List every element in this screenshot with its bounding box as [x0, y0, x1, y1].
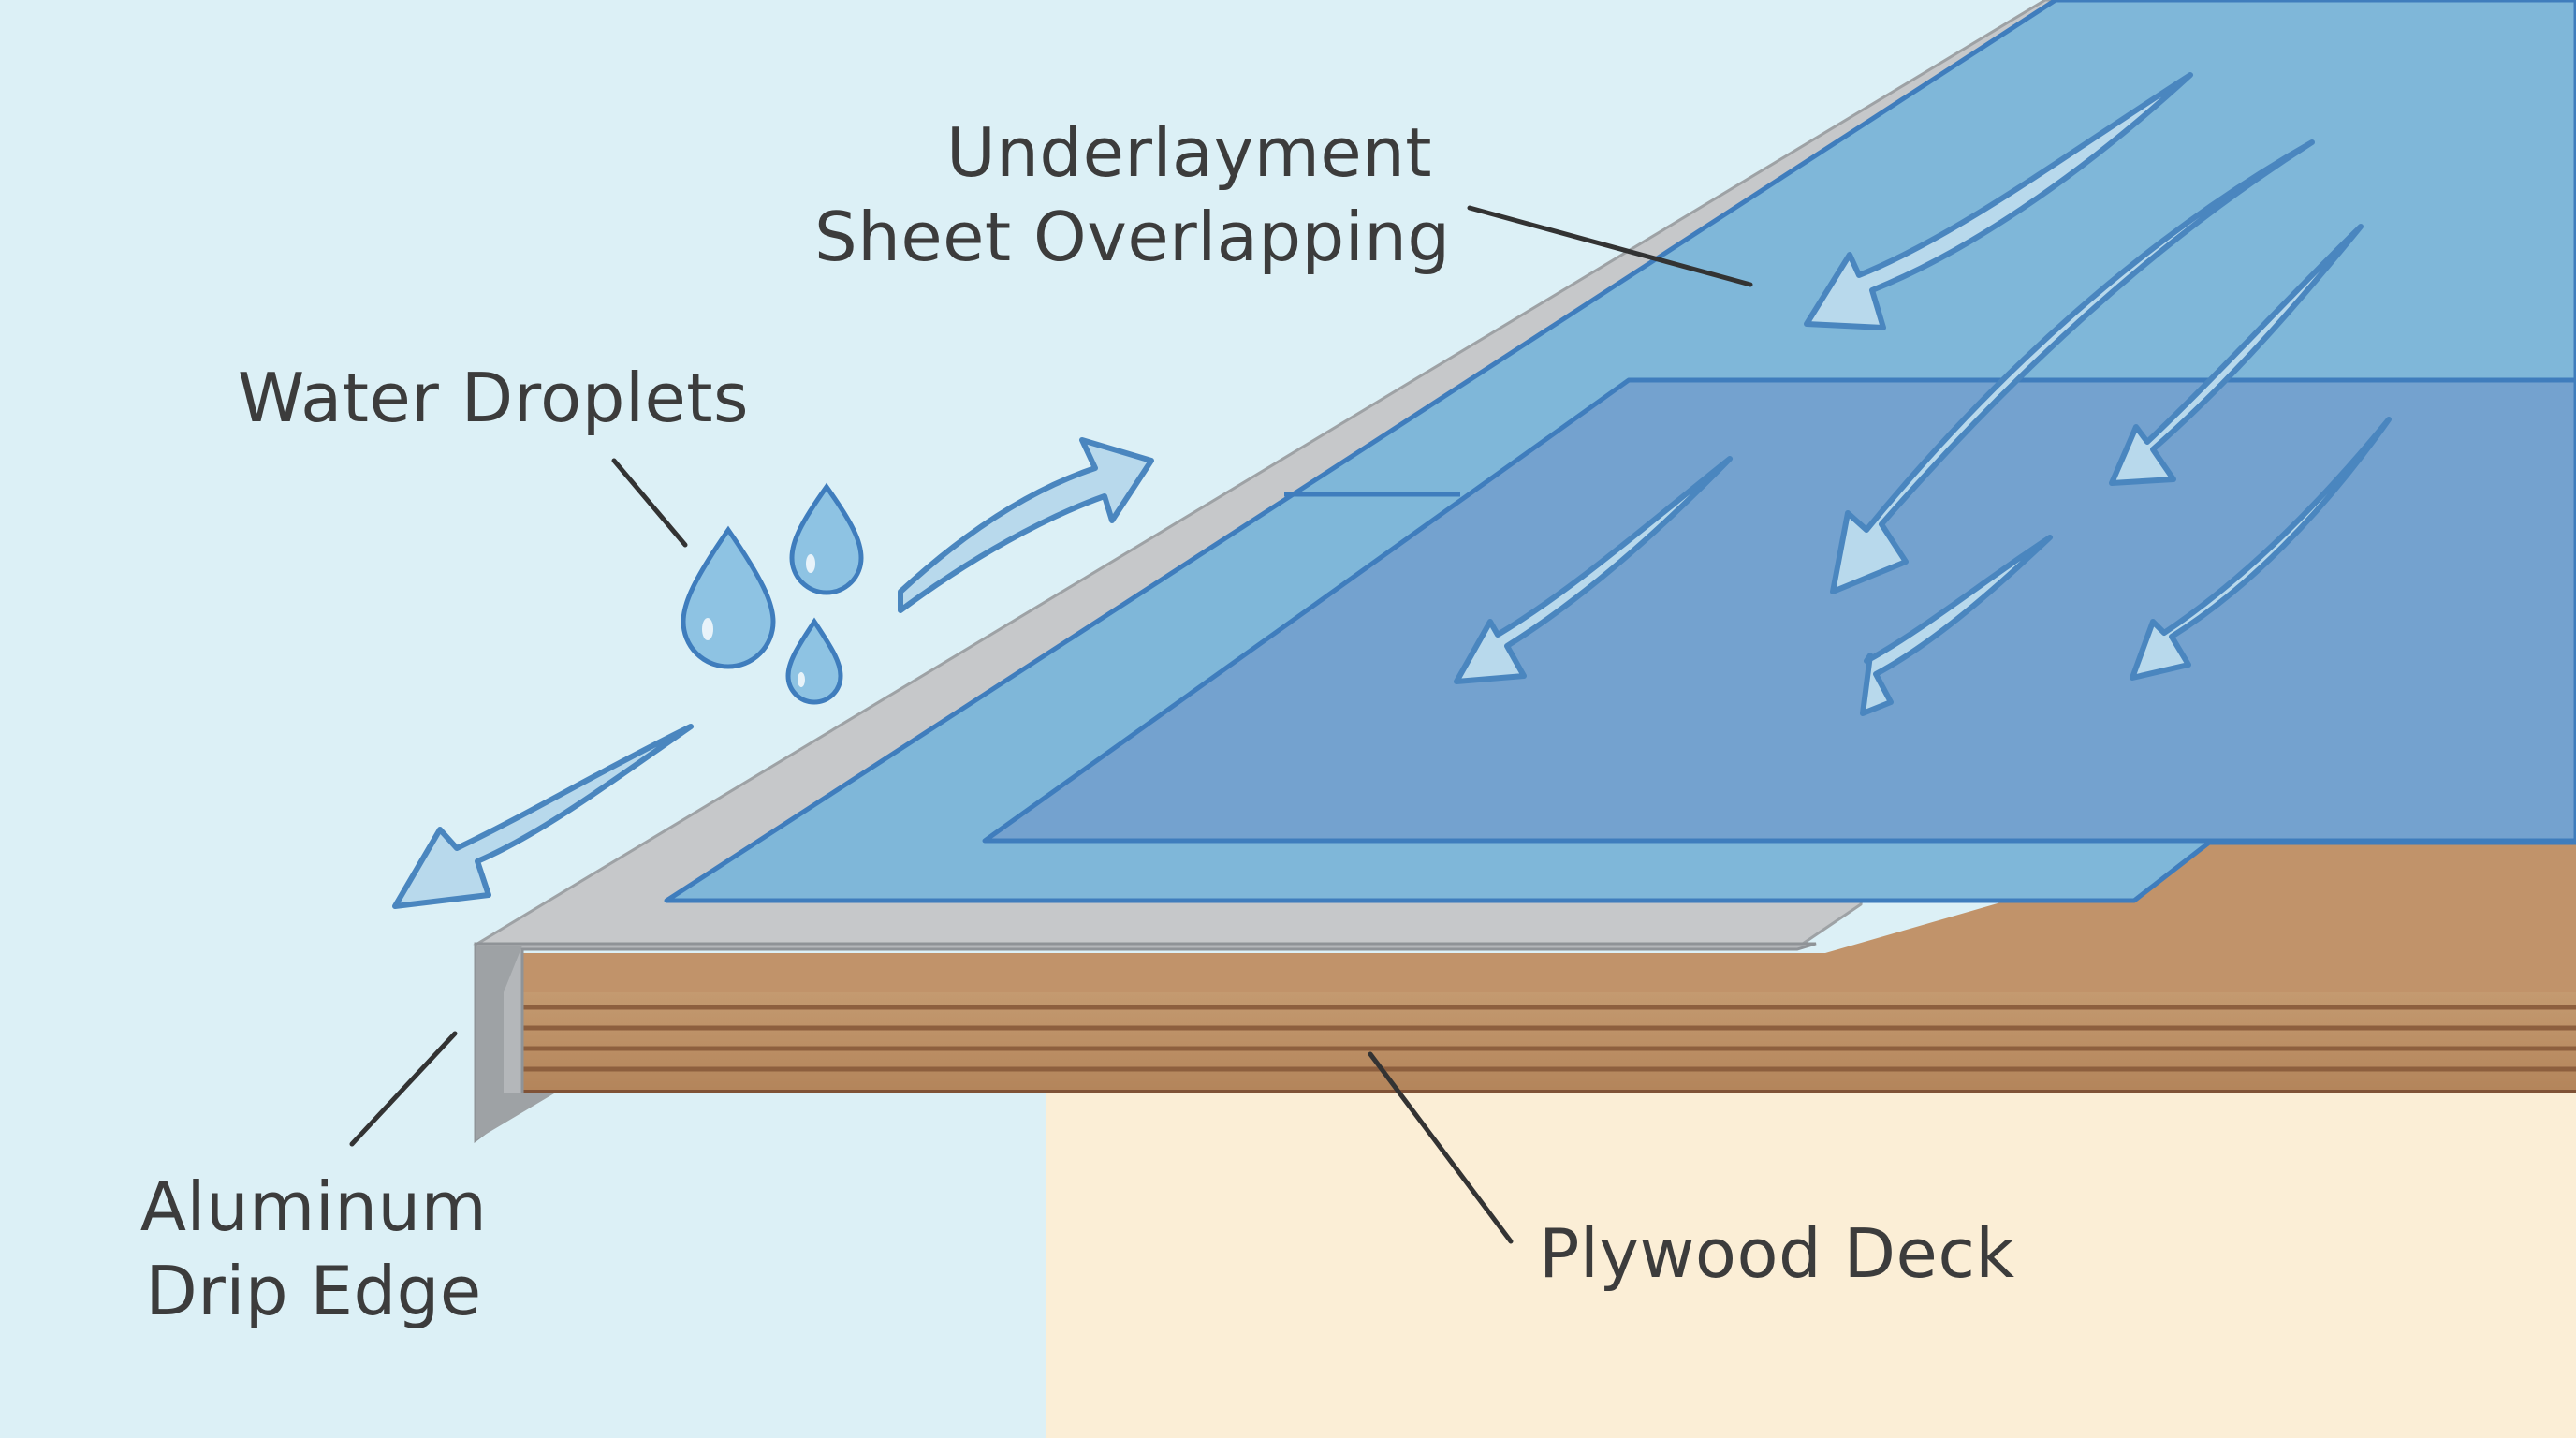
flow-arrow-mid — [1860, 535, 2053, 716]
droplet-top-right-highlight — [806, 554, 815, 573]
droplet-highlights — [702, 554, 815, 687]
flow-arrow-right-lower — [2130, 417, 2392, 681]
label-drip-edge-line1: Aluminum — [139, 1167, 488, 1246]
label-underlayment: Underlayment Sheet Overlapping — [814, 110, 1451, 279]
label-water-droplets-text: Water Droplets — [238, 359, 749, 437]
plywood-deck-top — [505, 843, 2576, 1002]
flow-arrow-off-roof — [898, 437, 1154, 613]
droplet-large-highlight — [702, 618, 713, 640]
label-water-droplets: Water Droplets — [238, 356, 749, 440]
label-drip-edge: Aluminum Drip Edge — [112, 1165, 515, 1333]
droplet-small-highlight — [798, 672, 805, 687]
leader-drip-edge — [349, 1031, 458, 1147]
water-flow-arrows — [392, 72, 2392, 909]
underlayment-sheet-upper — [982, 377, 2576, 844]
flow-arrow-right-upper — [2109, 224, 2364, 486]
label-plywood-deck: Plywood Deck — [1539, 1211, 2015, 1296]
drip-edge-shadow — [476, 946, 554, 1140]
label-underlayment-line1: Underlayment — [946, 113, 1432, 192]
label-drip-edge-line2: Drip Edge — [145, 1252, 482, 1330]
leader-lines — [349, 205, 1753, 1244]
label-plywood-deck-text: Plywood Deck — [1539, 1214, 2015, 1293]
label-underlayment-line2: Sheet Overlapping — [814, 198, 1451, 276]
flow-arrow-down-left — [392, 724, 694, 909]
house-wall — [1046, 1086, 2576, 1438]
leader-water-droplets — [611, 458, 688, 548]
leader-plywood-deck — [1368, 1051, 1514, 1244]
flow-arrow-mid-left — [1454, 456, 1733, 684]
flow-arrow-long — [1830, 139, 2315, 594]
plywood-grain-lines — [504, 1005, 2576, 1072]
flow-arrow-top — [1804, 72, 2193, 330]
leader-underlayment — [1467, 205, 1753, 287]
